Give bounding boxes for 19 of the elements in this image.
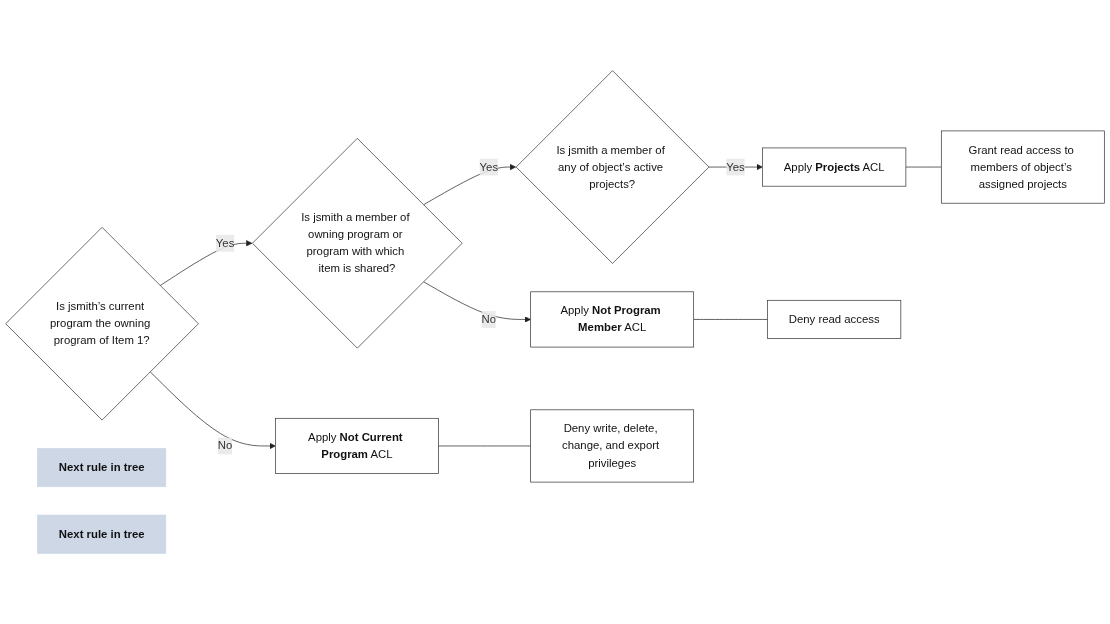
node-box: Deny write, delete, change, and export privileges [530,409,695,483]
node-box: Grant read access to members of object’s assigned projects [940,130,1105,204]
node-box: Apply Not Current Program ACL [275,417,439,474]
node-diamond: Is jsmith a member of any of object’s active projects? [515,70,710,264]
node-diamond: Is jsmith’s current program the owning program of Item 1? [5,226,199,421]
edge-label: Yes [479,160,499,173]
node-box: Deny read access [767,299,902,339]
connector [693,319,768,320]
edge-label: Yes [215,236,235,249]
connector [438,445,531,447]
node-box: Apply Not Program Member ACL [530,291,695,348]
node-box: Apply Projects ACL [762,147,907,187]
connector [905,166,942,168]
node-diamond: Is jsmith a member of owning program or program with which item is shared? [252,138,463,349]
node-box: Next rule in tree [37,514,167,554]
edge-label: Yes [726,160,745,173]
node-box: Next rule in tree [37,448,167,488]
edge-label: No [217,439,233,452]
edge-label: No [481,313,497,326]
